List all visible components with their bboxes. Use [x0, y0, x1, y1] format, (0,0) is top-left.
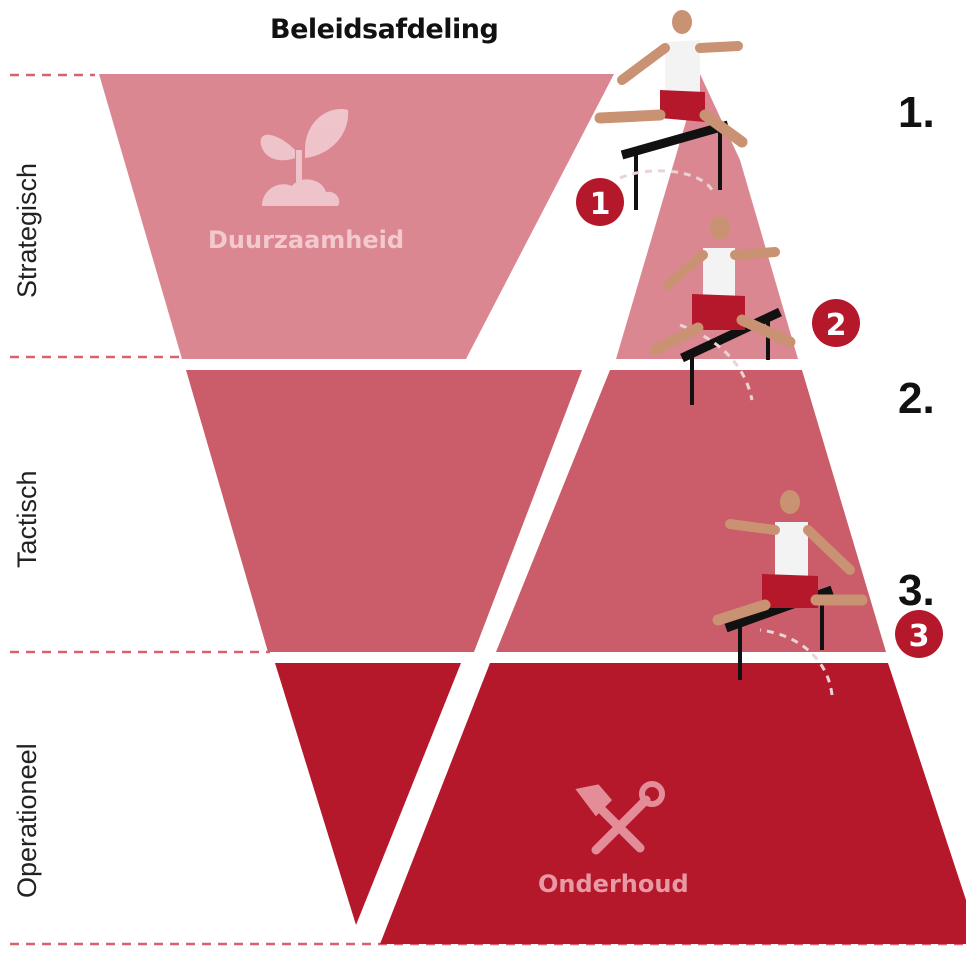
hammer-wrench-icon	[575, 781, 665, 855]
page-title: Beleidsafdeling	[270, 14, 499, 45]
plant-sprout-icon	[260, 109, 349, 206]
step-badge-2-text: 2	[826, 308, 847, 343]
level-label-tactical: Tactisch	[12, 470, 42, 568]
athlete-figure-1	[594, 10, 748, 148]
step-badge-2: 2	[812, 299, 860, 347]
jump-arrow-1	[619, 169, 714, 191]
level-guide-lines	[10, 73, 966, 946]
operational-band-right	[380, 663, 966, 944]
step-badge-1-text: 1	[590, 187, 611, 222]
step-number-3: 3.	[898, 566, 935, 615]
level-label-strategic: Strategisch	[12, 162, 42, 298]
strategic-band-right	[616, 74, 798, 359]
step-number-1: 1.	[898, 88, 935, 137]
step-badge-3-text: 3	[909, 619, 930, 654]
zone-label-duurzaamheid: Duurzaamheid	[208, 226, 405, 254]
tactical-band-left	[186, 370, 582, 652]
step-badge-1: 1	[576, 178, 624, 226]
zone-label-onderhoud: Onderhoud	[538, 870, 689, 898]
athlete-figure-3	[712, 490, 868, 626]
operational-band-left	[275, 663, 461, 925]
hurdle-1	[620, 120, 730, 210]
hurdle-2	[680, 307, 782, 405]
step-badge-3: 3	[895, 610, 943, 658]
level-label-operational: Operationeel	[12, 743, 42, 898]
step-number-2: 2.	[898, 374, 935, 423]
strategic-band-left	[99, 74, 614, 359]
athlete-figure-2	[649, 216, 796, 356]
jump-arrow-3	[759, 628, 834, 696]
